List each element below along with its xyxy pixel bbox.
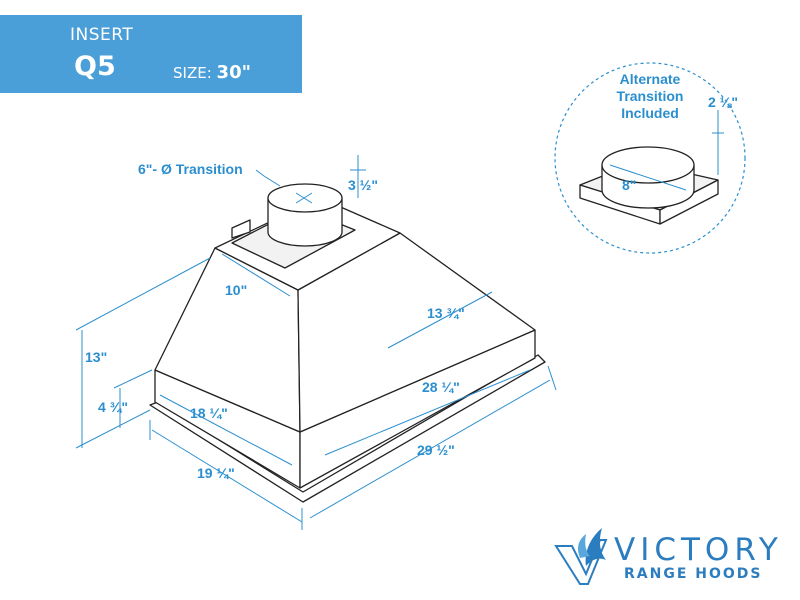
top-width-dimension: 13 ¾" — [427, 305, 465, 321]
liner-depth-line — [159, 394, 293, 466]
inset-diameter-line — [609, 164, 687, 191]
total-height-dimension: 13" — [85, 349, 107, 365]
transition-height-dimension: 3 ½" — [348, 177, 378, 193]
range-hood-drawing — [149, 183, 546, 503]
mounting-bracket — [231, 219, 251, 239]
transition-leader — [255, 169, 281, 187]
liner-width-dimension: 28 ¼" — [422, 379, 460, 395]
transition-top — [267, 183, 343, 213]
top-depth-line — [221, 253, 291, 297]
logo-wordmark: VICTORY — [614, 532, 783, 568]
overall-width-line — [309, 379, 551, 519]
center-mark — [295, 192, 313, 204]
liner-depth-dimension: 18 ¼" — [190, 405, 228, 421]
inset-plate-front — [659, 179, 719, 225]
inset-title-line1: Alternate — [620, 71, 681, 87]
inset-diameter-dimension: 8" — [622, 177, 636, 193]
model-name: Q5 — [74, 51, 116, 82]
overall-width-dimension: 29 ½" — [417, 442, 455, 458]
header-banner: INSERT Q5 SIZE: 30" — [0, 15, 302, 93]
top-width-line — [387, 291, 493, 349]
logo-subtitle: RANGE HOODS — [624, 566, 763, 582]
size-value: 30" — [216, 62, 251, 83]
liner-width-line — [324, 369, 531, 456]
liner-height-dimension: 4 ¾" — [98, 399, 128, 415]
top-depth-dimension: 10" — [225, 282, 247, 298]
inset-height-dimension: 2 ⅛" — [708, 94, 738, 110]
overall-depth-line — [151, 429, 303, 523]
product-line-label: INSERT — [70, 25, 134, 45]
overall-depth-dimension: 19 ¼" — [197, 465, 235, 481]
inset-dashed-circle — [554, 62, 746, 254]
dimension-lines — [75, 155, 557, 530]
size-label: SIZE: 30" — [173, 62, 251, 83]
logo-emblem — [554, 528, 608, 585]
size-caption: SIZE: — [173, 64, 212, 82]
inset-cylinder-top — [601, 146, 695, 184]
transition-dimension: 6"- Ø Transition — [138, 161, 243, 177]
alternate-transition-inset — [554, 62, 746, 254]
inset-title-line2: Transition — [617, 88, 684, 104]
inset-title-line3: Included — [621, 105, 679, 121]
